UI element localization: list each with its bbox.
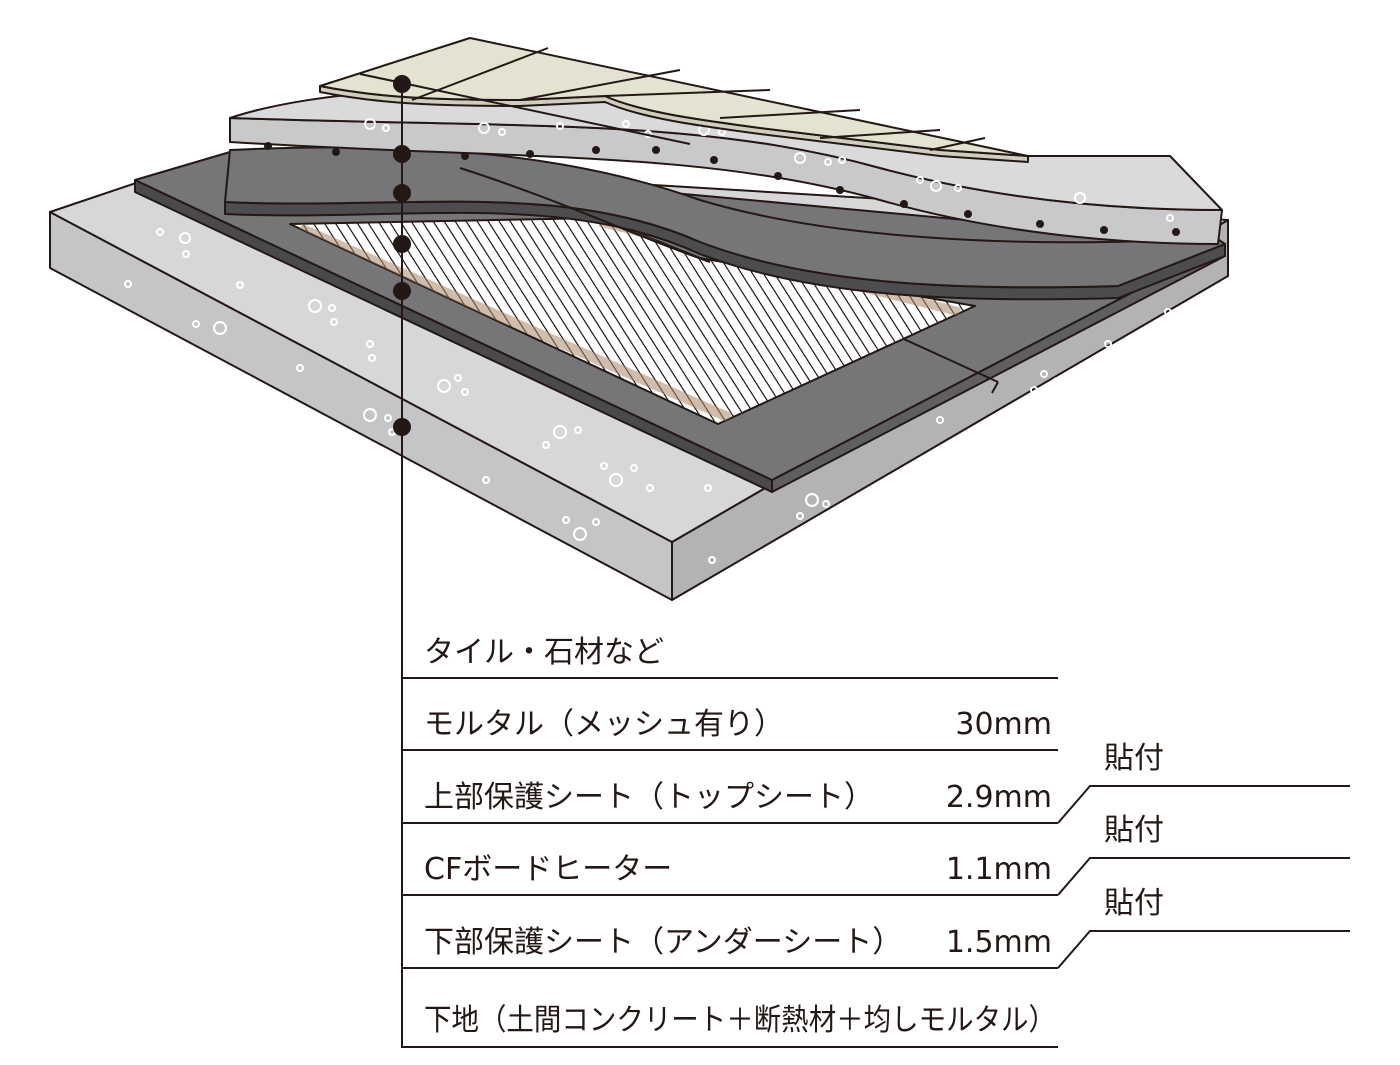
heater-stripe-line bbox=[601, 218, 743, 424]
heater-stripe-line bbox=[634, 218, 776, 424]
tile-layer bbox=[319, 37, 1029, 163]
joint-label-middle: 貼付 bbox=[1104, 813, 1164, 848]
layer-label-mortar: モルタル（メッシュ有り） bbox=[424, 707, 784, 742]
layer-thickness-mortar: 30mm bbox=[955, 707, 1052, 742]
layer-label-heater: CFボードヒーター bbox=[424, 852, 672, 887]
heater-stripe-line bbox=[579, 218, 721, 424]
top-sheet bbox=[224, 146, 1226, 301]
heater-stripe-line bbox=[590, 218, 732, 424]
mesh-dots bbox=[264, 142, 1180, 236]
layer-label-tile: タイル・石材など bbox=[424, 635, 664, 670]
leader-line bbox=[393, 75, 411, 1048]
aggregate-dots bbox=[124, 228, 1172, 564]
layer-label-under-sheet: 下部保護シート（アンダーシート） bbox=[424, 925, 902, 960]
layer-label-top-sheet: 上部保護シート（トップシート） bbox=[424, 780, 874, 815]
tile-joints bbox=[359, 47, 986, 151]
layer-legend: タイル・石材など モルタル（メッシュ有り） 30mm 上部保護シート（トップシー… bbox=[402, 635, 1058, 1048]
layer-illustration bbox=[49, 37, 1229, 1048]
joint-label-top: 貼付 bbox=[1104, 741, 1164, 776]
joint-callouts: 貼付 貼付 貼付 bbox=[1057, 741, 1350, 969]
mortar-bubbles bbox=[364, 118, 1174, 222]
heater-stripe-line bbox=[535, 218, 677, 424]
layer-label-substrate: 下地（土間コンクリート＋断熱材＋均しモルタル） bbox=[424, 1003, 1056, 1038]
layer-thickness-heater: 1.1mm bbox=[946, 852, 1052, 887]
layer-thickness-under-sheet: 1.5mm bbox=[946, 925, 1052, 960]
joint-label-bottom: 貼付 bbox=[1104, 886, 1164, 921]
mortar-layer bbox=[229, 87, 1223, 245]
heater-stripe-line bbox=[623, 218, 765, 424]
layer-thickness-top-sheet: 2.9mm bbox=[946, 780, 1052, 815]
heater-stripe-line bbox=[612, 218, 754, 424]
